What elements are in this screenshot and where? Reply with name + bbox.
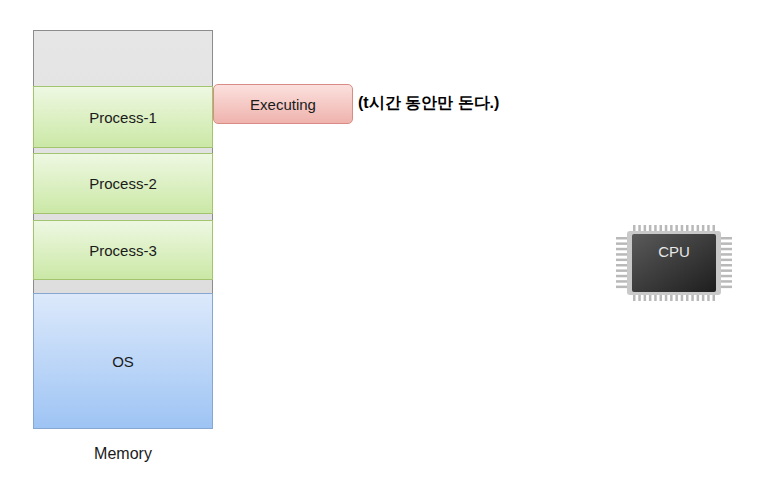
chip-pin <box>633 225 636 232</box>
chip-pin <box>616 264 628 267</box>
chip-pin <box>665 225 668 232</box>
box-label: Process-3 <box>89 242 157 259</box>
memory-label: Memory <box>34 445 212 463</box>
chip-pin <box>616 237 628 240</box>
chip-pin <box>720 253 732 256</box>
chip-pin <box>713 294 716 301</box>
chip-pin <box>720 286 732 289</box>
box-label: Process-2 <box>89 175 157 192</box>
chip-pin <box>675 225 678 232</box>
chip-pin <box>654 294 657 301</box>
chip-label: CPU <box>658 243 690 260</box>
chip-pin <box>691 294 694 301</box>
chip-pin <box>638 225 641 232</box>
chip-pin <box>713 225 716 232</box>
chip-pin <box>697 225 700 232</box>
chip-pin <box>616 259 628 262</box>
process-box: Process-1 <box>33 86 213 148</box>
chip-pin <box>702 294 705 301</box>
box-label: OS <box>112 353 134 370</box>
chip-pin <box>720 275 732 278</box>
chip-pin <box>633 294 636 301</box>
chip-pin <box>660 294 663 301</box>
process-box: Process-2 <box>33 153 213 214</box>
chip-pin <box>675 294 678 301</box>
chip-pin <box>616 280 628 283</box>
chip-pin <box>638 294 641 301</box>
chip-pin <box>649 225 652 232</box>
chip-pin <box>616 248 628 251</box>
chip-pin <box>686 225 689 232</box>
chip-pin <box>649 294 652 301</box>
chip-pin <box>681 294 684 301</box>
chip-pin <box>697 294 700 301</box>
chip-pin <box>616 253 628 256</box>
chip-pin <box>644 225 647 232</box>
chip-pin <box>616 286 628 289</box>
os-box: OS <box>33 293 213 429</box>
chip-pin <box>654 225 657 232</box>
chip-pin <box>720 264 732 267</box>
process-box: Process-3 <box>33 220 213 280</box>
chip-pin <box>691 225 694 232</box>
chip-pin <box>720 280 732 283</box>
chip-pin <box>686 294 689 301</box>
chip-pin <box>681 225 684 232</box>
chip-pin <box>616 275 628 278</box>
chip-pin <box>720 237 732 240</box>
chip-pin <box>616 269 628 272</box>
chip-pin <box>670 294 673 301</box>
note-text: (t시간 동안만 돈다.) <box>358 93 499 114</box>
chip-pin <box>665 294 668 301</box>
chip-pin <box>720 259 732 262</box>
chip-pin <box>702 225 705 232</box>
chip-pin <box>707 294 710 301</box>
chip-pin <box>720 269 732 272</box>
executing-tag: Executing <box>213 84 353 124</box>
chip-pin <box>720 248 732 251</box>
chip-pin <box>616 242 628 245</box>
chip-pin <box>670 225 673 232</box>
memory-stack: MemoryProcess-1Process-2Process-3OS <box>33 30 213 428</box>
chip-pin <box>720 242 732 245</box>
chip-pin <box>660 225 663 232</box>
box-label: Process-1 <box>89 109 157 126</box>
box-label: Executing <box>250 96 316 113</box>
chip-pin <box>707 225 710 232</box>
chip-pin <box>644 294 647 301</box>
